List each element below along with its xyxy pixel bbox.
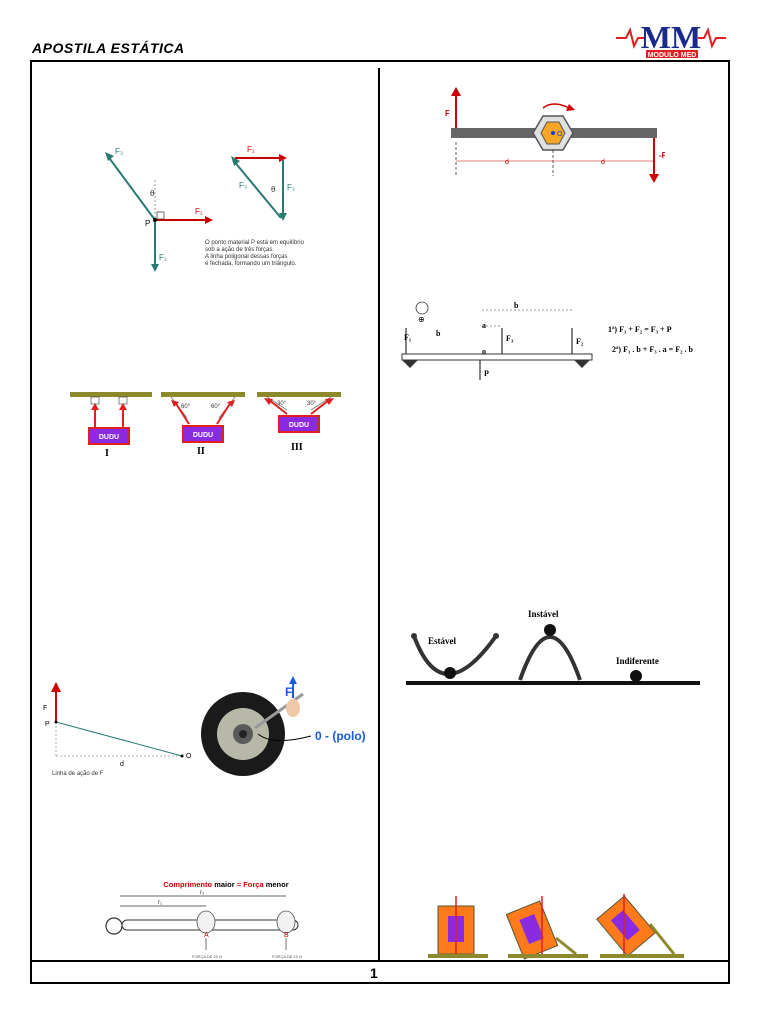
caption-line-1: O ponto material P está em equilíbrio	[205, 240, 305, 246]
roman-3: III	[291, 442, 303, 453]
heading-maior: maior	[214, 880, 235, 889]
f3-label: F₃	[115, 147, 123, 156]
heading-forca: Força	[243, 880, 264, 889]
estavel-label: Estável	[428, 636, 456, 646]
torque-figure: F P O d Linha de ação de F	[43, 682, 192, 777]
beam-figure: ⊕ b a b F₁ F₃ F₂ P o 1ª) F₁ + F₂ = F₃ + …	[401, 301, 693, 380]
box-label-3: DUDU	[289, 422, 309, 429]
roman-1: I	[105, 448, 109, 459]
indiferente-label: Indiferente	[616, 656, 659, 666]
tri-f1-label: F₁	[247, 145, 255, 154]
o-label: o	[482, 347, 486, 356]
dudu-figure: DUDU I 60° 60° DUDU II 30° 30° DUDU III	[70, 392, 341, 459]
logo-subtitle: MODULO MED	[648, 52, 697, 59]
f-label: F	[43, 705, 47, 712]
f2-label: F₂	[576, 337, 584, 346]
document-title: APOSTILA ESTÁTICA	[32, 40, 185, 56]
caption-line-4: é fechada, formando um triângulo.	[205, 261, 297, 267]
point-p-label: P	[145, 219, 150, 228]
f1-label: F₁	[195, 207, 203, 216]
wheel-f-label: F	[285, 685, 292, 699]
roman-2: II	[197, 446, 205, 457]
caption-line-3: A linha poligonal dessas forças	[205, 254, 287, 260]
o-label: O	[557, 131, 563, 138]
tri-f3-label: F₃	[239, 181, 247, 190]
equation-1: 1ª) F₁ + F₂ = F₃ + P	[608, 325, 672, 334]
p-label: P	[45, 721, 50, 728]
angle-60-left: 60°	[181, 404, 191, 410]
heading-pre: Comprimento	[163, 880, 214, 889]
rotation-sign: ⊕	[418, 315, 425, 324]
couple-figure: O F -F d d	[445, 87, 665, 183]
f-label: F	[445, 109, 450, 118]
r1-label: r₁	[158, 900, 162, 906]
toppling-boxes-figure	[428, 894, 684, 960]
o-label: O	[186, 753, 192, 760]
page-number: 1	[370, 965, 378, 981]
f3-label: F₃	[506, 334, 514, 343]
a-label: a	[482, 321, 486, 330]
page-frame	[30, 60, 730, 984]
d2-label: d	[601, 159, 605, 166]
b-top-label: b	[514, 301, 519, 310]
p-label: P	[484, 369, 489, 378]
caption-line-2: sob a ação de três forças.	[205, 247, 274, 253]
angle-30-right: 30°	[307, 401, 317, 407]
equilibrium-figure: F₃ F₁ F₂ θ P F₁ F₃ F₂ θ O ponto material…	[105, 145, 305, 272]
column-divider	[378, 68, 380, 960]
box-label-1: DUDU	[99, 434, 119, 441]
angle-60-right: 60°	[211, 404, 221, 410]
tri-theta-label: θ	[271, 185, 276, 194]
force-b-caption: FORÇA DE 10 N	[272, 954, 302, 959]
wrench-figure: Comprimento maior = Força menor r₂ r₁ A …	[105, 880, 302, 959]
wrench-heading: Comprimento maior = Força menor	[163, 880, 288, 889]
d-label: d	[120, 761, 124, 768]
line-of-action-label: Linha de ação de F	[52, 771, 104, 777]
r2-label: r₂	[200, 890, 205, 896]
d1-label: d	[505, 159, 509, 166]
logo-text: MM	[641, 19, 701, 55]
footer-divider	[30, 960, 730, 962]
heading-menor: menor	[264, 880, 289, 889]
instavel-label: Instável	[528, 609, 559, 619]
b-mid-label: b	[436, 329, 441, 338]
point-a-label: A	[204, 932, 209, 939]
neg-f-label: -F	[659, 151, 665, 160]
polo-label: 0 - (polo)	[315, 729, 366, 743]
modulo-med-logo: MM MODULO MED	[616, 19, 726, 59]
tri-f2-label: F₂	[287, 183, 295, 192]
wheel-figure: F 0 - (polo)	[201, 676, 366, 776]
theta-label: θ	[150, 189, 155, 198]
force-a-caption: FORÇA DE 20 N	[192, 954, 222, 959]
stability-figure: Estável Instável Indiferente	[406, 609, 700, 685]
heading-eq: =	[235, 880, 244, 889]
angle-30-left: 30°	[277, 401, 287, 407]
point-b-label: B	[284, 932, 289, 939]
equation-2: 2ª) F₁ . b + F₃ . a = F₂ . b	[612, 345, 693, 354]
box-label-2: DUDU	[193, 432, 213, 439]
f2-label: F₂	[159, 253, 167, 262]
f1-label: F₁	[404, 333, 412, 342]
